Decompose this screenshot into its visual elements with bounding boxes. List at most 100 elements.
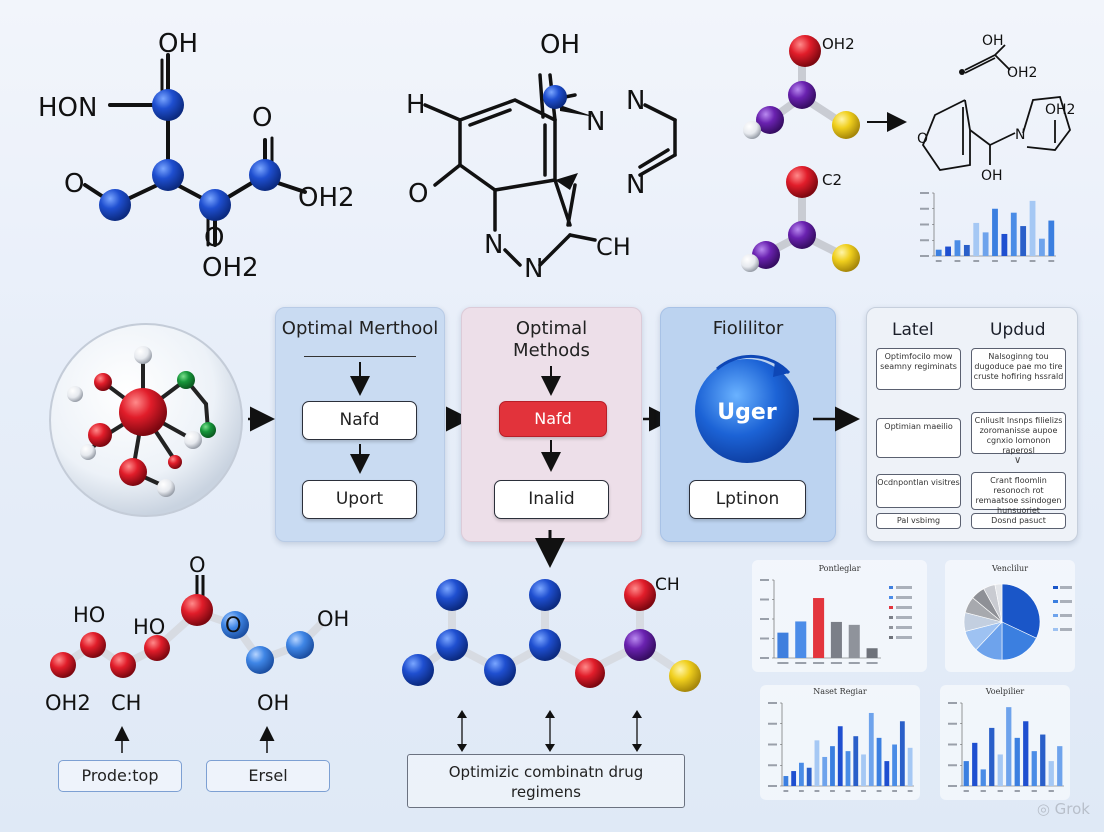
label-oh: OH (540, 30, 580, 60)
arrow-panel2-down (535, 530, 565, 568)
bar (861, 754, 866, 786)
panel-2-node-inalid[interactable]: Inalid (494, 480, 609, 519)
label-n2: N (626, 86, 645, 116)
ersel-button[interactable]: Ersel (206, 760, 330, 792)
bar (1031, 751, 1037, 786)
y-tick-label (948, 722, 957, 725)
uger-circle[interactable]: Uger (689, 343, 809, 473)
y-tick-label (760, 657, 769, 659)
x-tick-label (1014, 790, 1020, 792)
panel-2-title: Optimal Methods (513, 318, 590, 361)
bar (1040, 734, 1046, 786)
y-tick-label (768, 764, 777, 767)
bar (853, 736, 859, 786)
molecule-top-center: OH H N N O N N N CH (406, 30, 677, 284)
label-oh-top: OH (158, 29, 198, 59)
arrow-bottom-left-2 (259, 726, 275, 753)
bar (822, 756, 828, 786)
molecule-bubble (49, 323, 243, 517)
panel-4-box-left-3[interactable]: Ocdnpontlan visitres (876, 474, 961, 508)
label-oh2-bottom: OH2 (202, 253, 259, 283)
panel-4-box-right-2[interactable]: Cnliuslt lnsnps filielizs zoromanisse au… (971, 412, 1066, 455)
molecule-bottom-left: O HO HO O OH OH2 CH OH (45, 553, 349, 715)
x-tick-label (973, 260, 980, 262)
label-ho-bl-2: HO (133, 615, 165, 639)
prode-top-button[interactable]: Prode:top (58, 760, 182, 792)
bar (806, 767, 812, 786)
panel-4-col1-title: Latel (892, 320, 934, 340)
y-tick-label (760, 579, 769, 581)
panel-1-title-underline (304, 356, 416, 357)
label-oh2-bl: OH2 (45, 691, 91, 715)
panel-4-box-right-3[interactable]: Crant floomlin resonoch rot remaatsoe ss… (971, 472, 1066, 515)
y-tick-label (920, 255, 929, 257)
label-n-tr: N (1015, 127, 1025, 143)
panel-4-box-left-1[interactable]: Optimfocilo mow seamny regiminats (876, 348, 961, 390)
chart-1 (760, 579, 912, 664)
legend-entry (1060, 586, 1072, 589)
panel-3-node-lptinon[interactable]: Lptinon (689, 480, 806, 519)
y-tick-label (948, 785, 957, 787)
arrow-top-right (867, 112, 907, 132)
panel-4-col2-title: Updud (990, 320, 1046, 340)
arrow-panel1-b (350, 444, 370, 474)
x-tick-label (992, 260, 998, 262)
label-n4: N (484, 230, 503, 260)
bar (989, 727, 995, 786)
bar (963, 761, 969, 786)
flow-panel-4: Latel Updud Optimfocilo mow seamny regim… (866, 307, 1078, 542)
label-o-left: O (64, 169, 84, 199)
panel-4-chevron-icon: ∨ (1014, 455, 1022, 466)
x-tick-label (861, 790, 866, 792)
label-o-tr: O (917, 131, 928, 147)
structure-top-right: OH OH2 O N OH2 OH (917, 33, 1075, 184)
bar (868, 712, 874, 786)
panel-2-node-nafd[interactable]: Nafd (499, 401, 607, 437)
bottom-caption-box: Optimizic combinatn drug regimens (407, 754, 685, 808)
panel-4-box-left-2[interactable]: Optimian maeilio (876, 418, 961, 458)
bottom-caption-line1: Optimizic combinatn drug (448, 763, 644, 781)
uger-circle-label: Uger (717, 400, 777, 425)
legend-entry (896, 606, 912, 609)
y-tick-label (760, 637, 769, 640)
panel-1-node-uport[interactable]: Uport (302, 480, 417, 519)
molecule-top-right-balls: OH2 C2 (741, 35, 860, 272)
panel-4-box-right-1[interactable]: Nalsoginng tou dugoduce pae mo tire crus… (971, 348, 1066, 390)
y-tick-label (948, 743, 957, 746)
x-tick-label (848, 662, 860, 664)
legend-swatch (889, 586, 893, 589)
x-tick-label (866, 662, 878, 664)
label-h: H (406, 90, 426, 120)
bar (813, 598, 825, 658)
x-tick-label (892, 790, 897, 792)
panel-1-title-line1: Optimal Merthool (281, 318, 439, 339)
bar (799, 762, 804, 786)
x-tick-label (1031, 790, 1037, 792)
panel-4-box-left-4[interactable]: Pal vsbimg (876, 513, 961, 529)
bar (848, 624, 860, 658)
x-tick-label (813, 662, 825, 664)
molecule-top-left: OH HON O O OH2 O OH2 (38, 29, 355, 283)
x-tick-label (783, 790, 789, 792)
label-oh-bl-right: OH (317, 607, 349, 631)
bar (845, 751, 851, 786)
arrow-panel2-a (541, 366, 561, 396)
y-tick-label (768, 702, 777, 704)
legend-swatch (889, 596, 893, 599)
x-tick-label (845, 790, 851, 792)
bar (997, 754, 1003, 786)
chart-4 (948, 702, 1064, 792)
chart-2-title: Venclilur (991, 564, 1029, 573)
panel-4-box-right-4[interactable]: Dosnd pasuct (971, 513, 1066, 529)
bar (795, 621, 807, 658)
bottom-caption-line2: regimens (511, 783, 581, 801)
bar (907, 747, 913, 786)
bar (830, 621, 842, 658)
x-tick-label (935, 260, 942, 262)
label-oh-bottom-tr: OH (981, 168, 1003, 184)
legend-entry (896, 616, 912, 619)
y-tick-label (920, 192, 929, 194)
x-tick-label (876, 790, 882, 792)
panel-1-node-nafd[interactable]: Nafd (302, 401, 417, 440)
y-tick-label (760, 598, 769, 601)
